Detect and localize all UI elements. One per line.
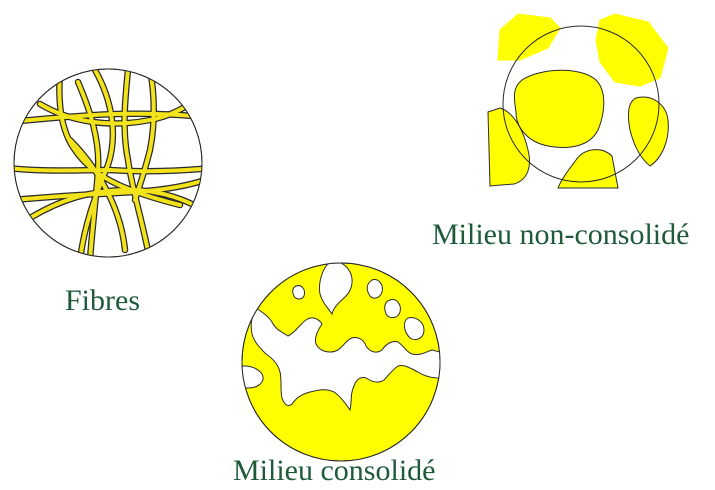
- label-unconsolidated: Milieu non-consolidé: [432, 218, 689, 251]
- pore-small-2: [385, 300, 401, 318]
- grain-center: [514, 70, 603, 147]
- unconsolidated-panel: Milieu non-consolidé: [432, 14, 689, 251]
- grain-top-left: [498, 14, 560, 60]
- label-fibres: Fibres: [65, 284, 140, 317]
- pore-small-1: [367, 280, 382, 298]
- consolidated-panel: Milieu consolidé: [233, 261, 440, 487]
- pore-small-3: [293, 286, 305, 299]
- grain-bottom: [558, 150, 618, 188]
- grain-top-right: [596, 14, 668, 86]
- label-consolidated: Milieu consolidé: [233, 454, 435, 487]
- fibres-panel: Fibres: [8, 69, 212, 317]
- grain-right: [628, 97, 668, 166]
